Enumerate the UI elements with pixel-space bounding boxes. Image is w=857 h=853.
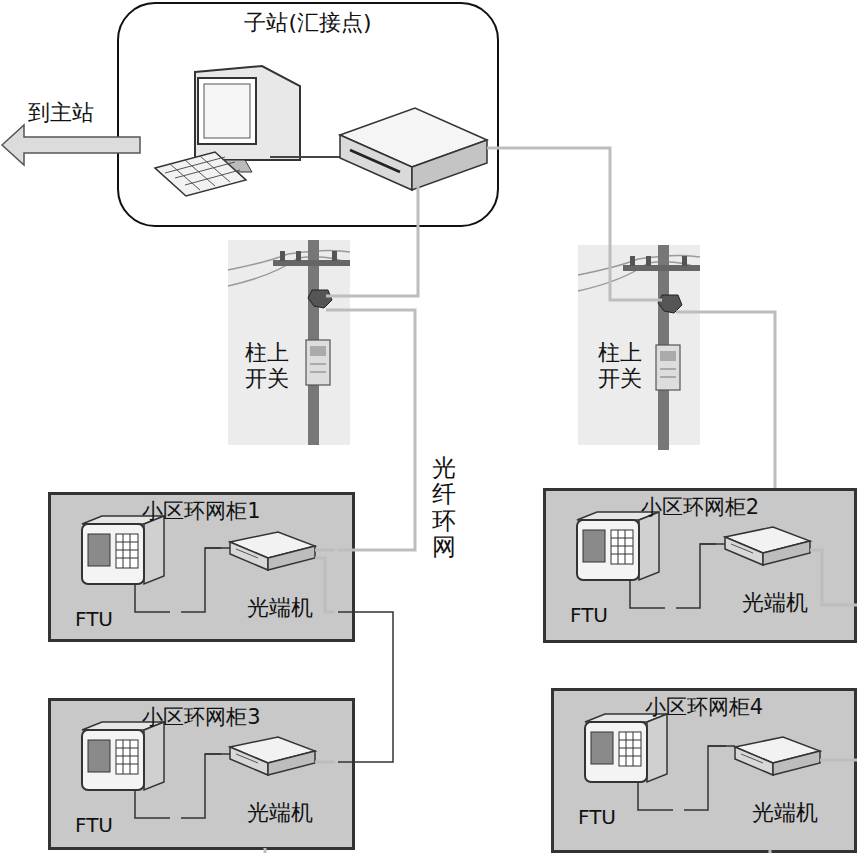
node-text: FTU — [75, 607, 181, 631]
node-text: 光端机 — [716, 590, 833, 616]
ftu-device: FTU — [75, 721, 181, 843]
node-text: 子站(汇接点) — [119, 10, 497, 36]
fiber-link — [338, 310, 415, 550]
ring-cabinet: 小区环网柜2FTU 光端机 — [543, 488, 857, 643]
ftu-device: FTU — [75, 515, 181, 637]
signal-wire — [181, 754, 221, 818]
fiber-link — [350, 227, 418, 296]
optical-terminal: 光端机 — [221, 533, 338, 628]
fiber-link — [700, 312, 775, 488]
node-text: 光端机 — [221, 800, 338, 826]
pole-switch: 柱上开关 — [228, 240, 350, 445]
main-station-label: 到主站 — [28, 98, 94, 128]
node-text: 小区环网柜4 — [554, 695, 854, 720]
substation-box: 子站(汇接点) — [117, 2, 499, 227]
optical-terminal: 光端机 — [716, 528, 833, 623]
node-text: 小区环网柜2 — [546, 495, 854, 520]
node-text: 柱上开关 — [245, 340, 291, 393]
ring-cabinet: 小区环网柜4FTU 光端机 — [551, 688, 857, 853]
ring-cabinet: 小区环网柜1FTU 光端机 — [48, 492, 355, 642]
ftu-device: FTU — [570, 511, 676, 633]
signal-wire — [338, 612, 393, 762]
node-text: 小区环网柜3 — [51, 705, 352, 730]
pole-switch: 柱上开关 — [578, 245, 700, 445]
node-text: FTU — [570, 603, 676, 627]
node-text: 光端机 — [221, 595, 338, 621]
optical-terminal: 光端机 — [726, 738, 843, 833]
node-text: FTU — [578, 805, 684, 829]
signal-wire — [684, 746, 726, 810]
ftu-device: FTU — [578, 713, 684, 835]
node-text: 小区环网柜1 — [51, 499, 352, 524]
signal-wire — [676, 544, 716, 608]
fiber-link — [499, 148, 610, 245]
optical-terminal: 光端机 — [221, 738, 338, 833]
signal-wire — [181, 548, 221, 612]
ring-cabinet: 小区环网柜3FTU 光端机 — [48, 698, 355, 850]
node-text: 柱上开关 — [598, 340, 644, 393]
node-text: 光端机 — [726, 800, 843, 826]
node-text: FTU — [75, 813, 181, 837]
fiber-ring-label: 光纤环网 — [432, 455, 456, 561]
